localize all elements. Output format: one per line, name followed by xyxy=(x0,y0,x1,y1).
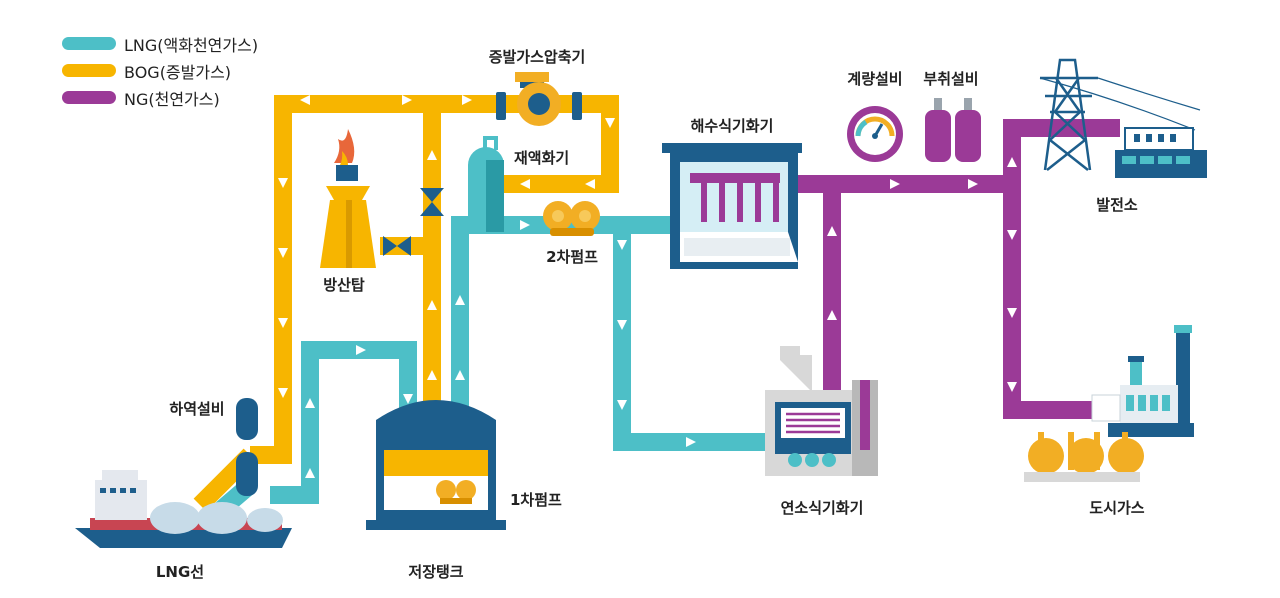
label-flare: 방산탑 xyxy=(323,276,365,294)
metering-gauge xyxy=(847,106,903,162)
label-pump2: 2차펌프 xyxy=(546,248,598,266)
label-compressor: 증발가스압축기 xyxy=(489,48,586,66)
valve-bog xyxy=(420,188,444,216)
label-storage-tank: 저장탱크 xyxy=(408,563,463,581)
ng-pipes xyxy=(690,119,1120,419)
label-metering: 계량설비 xyxy=(847,70,902,88)
label-seawater-vaporizer: 해수식기화기 xyxy=(691,117,774,135)
legend-label-ng: NG(천연가스) xyxy=(124,89,220,109)
city-gas-plant xyxy=(1024,325,1194,482)
legend-swatch-bog xyxy=(62,64,116,77)
lng-pipe-combustion xyxy=(613,225,780,451)
reliquefier xyxy=(468,136,504,232)
legend-swatch-ng xyxy=(62,91,116,104)
lng-pipe-unload xyxy=(270,341,417,504)
legend-item-lng: LNG(액화천연가스) xyxy=(62,30,258,57)
legend-item-bog: BOG(증발가스) xyxy=(62,57,258,84)
ng-pipe-citygas xyxy=(1003,184,1100,419)
pump-2 xyxy=(543,201,600,236)
label-lng-ship: LNG선 xyxy=(156,563,204,581)
odorant-cylinders xyxy=(925,98,981,162)
legend-label-lng: LNG(액화천연가스) xyxy=(124,35,259,55)
power-plant xyxy=(1115,127,1207,178)
compressor xyxy=(496,72,582,126)
legend-label-bog: BOG(증발가스) xyxy=(124,62,232,82)
legend: LNG(액화천연가스) BOG(증발가스) NG(천연가스) xyxy=(62,30,258,111)
valve-flare xyxy=(383,236,411,256)
flow-arrows xyxy=(278,95,1017,478)
storage-tank xyxy=(366,400,506,530)
flare-stack xyxy=(320,129,376,268)
label-unloading: 하역설비 xyxy=(169,400,224,418)
unloading-arms xyxy=(236,398,258,496)
lng-ship xyxy=(75,470,292,548)
bog-pipe-loop xyxy=(250,95,441,464)
label-pump1: 1차펌프 xyxy=(510,491,562,509)
power-tower xyxy=(1039,58,1201,171)
legend-item-ng: NG(천연가스) xyxy=(62,84,258,111)
label-combustion-vaporizer: 연소식기화기 xyxy=(781,499,864,517)
label-city-gas: 도시가스 xyxy=(1089,499,1144,517)
legend-swatch-lng xyxy=(62,37,116,50)
ng-pipe-main xyxy=(690,119,1120,193)
seawater-vaporizer xyxy=(662,143,802,269)
label-reliquefier: 재액화기 xyxy=(514,149,569,167)
combustion-vaporizer xyxy=(765,346,878,476)
labels: 증발가스압축기 재액화기 방산탑 2차펌프 해수식기화기 계량설비 부취설비 발… xyxy=(156,48,1145,581)
label-power-plant: 발전소 xyxy=(1096,196,1138,214)
label-odorant: 부취설비 xyxy=(923,70,978,88)
